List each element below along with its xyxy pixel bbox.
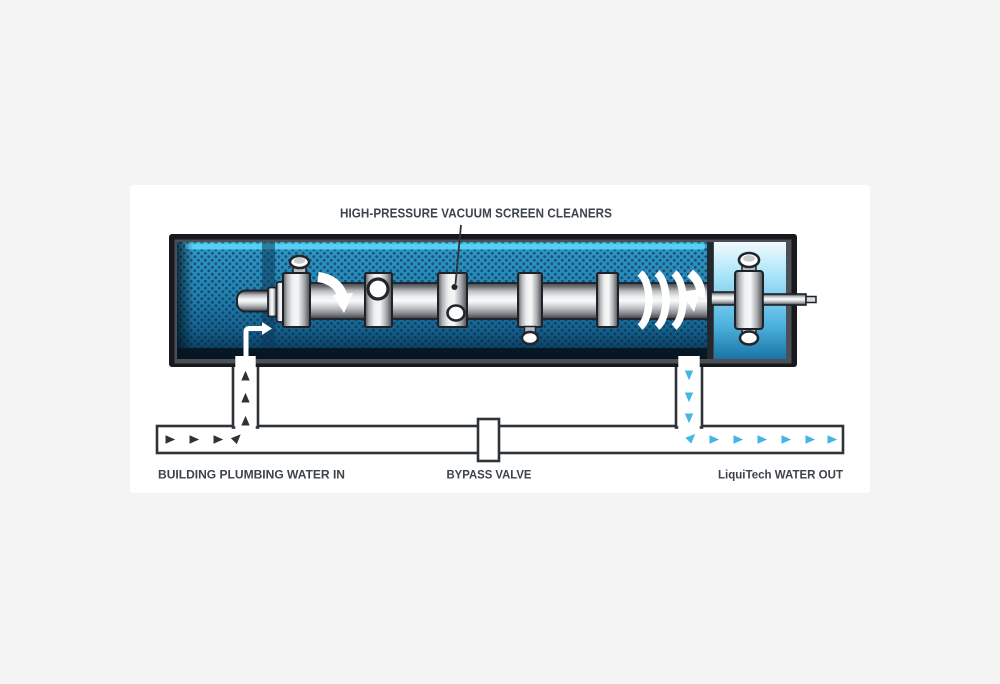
leader-dot <box>451 284 458 290</box>
outlet-assembly <box>710 251 817 346</box>
labels: HIGH-PRESSURE VACUUM SCREEN CLEANERS BUI… <box>158 206 843 482</box>
spray-shaft-assembly <box>236 254 709 346</box>
bypass-valve-label: BYPASS VALVE <box>447 468 532 482</box>
screen-cleaner-collar-5 <box>596 272 619 328</box>
inlet-elbow-arrow <box>243 322 272 357</box>
title-leader-line <box>454 224 462 285</box>
chamber-connector <box>710 291 736 306</box>
bypass-valve <box>476 417 501 463</box>
water-treatment-diagram: HIGH-PRESSURE VACUUM SCREEN CLEANERS BUI… <box>155 206 845 482</box>
collar-port-lower <box>446 304 466 322</box>
water-out-label: LiquiTech WATER OUT <box>718 468 843 482</box>
vessel-bottom-shadow <box>177 348 707 359</box>
plumbing-pipes <box>155 361 845 463</box>
flange-ridge <box>267 286 278 318</box>
rotation-arrow <box>317 272 353 313</box>
outlet-shaft <box>762 293 807 306</box>
nozzle-cap <box>520 330 540 346</box>
diagram-title: HIGH-PRESSURE VACUUM SCREEN CLEANERS <box>340 206 612 221</box>
nozzle-cap <box>738 330 760 346</box>
swirl-arrowhead <box>681 289 701 312</box>
screen-cleaner-collar-1 <box>282 272 311 328</box>
water-in-label: BUILDING PLUMBING WATER IN <box>158 468 345 482</box>
screen-cleaner-collar-4 <box>517 272 543 328</box>
main-shaft <box>283 282 709 320</box>
collar-port <box>366 277 390 301</box>
swirl-arrows <box>637 269 706 330</box>
water-surface-highlight <box>185 243 705 250</box>
outlet-cylinder <box>734 270 764 330</box>
outlet-shaft-stub <box>805 295 817 304</box>
diagram-panel: HIGH-PRESSURE VACUUM SCREEN CLEANERS BUI… <box>130 185 870 493</box>
